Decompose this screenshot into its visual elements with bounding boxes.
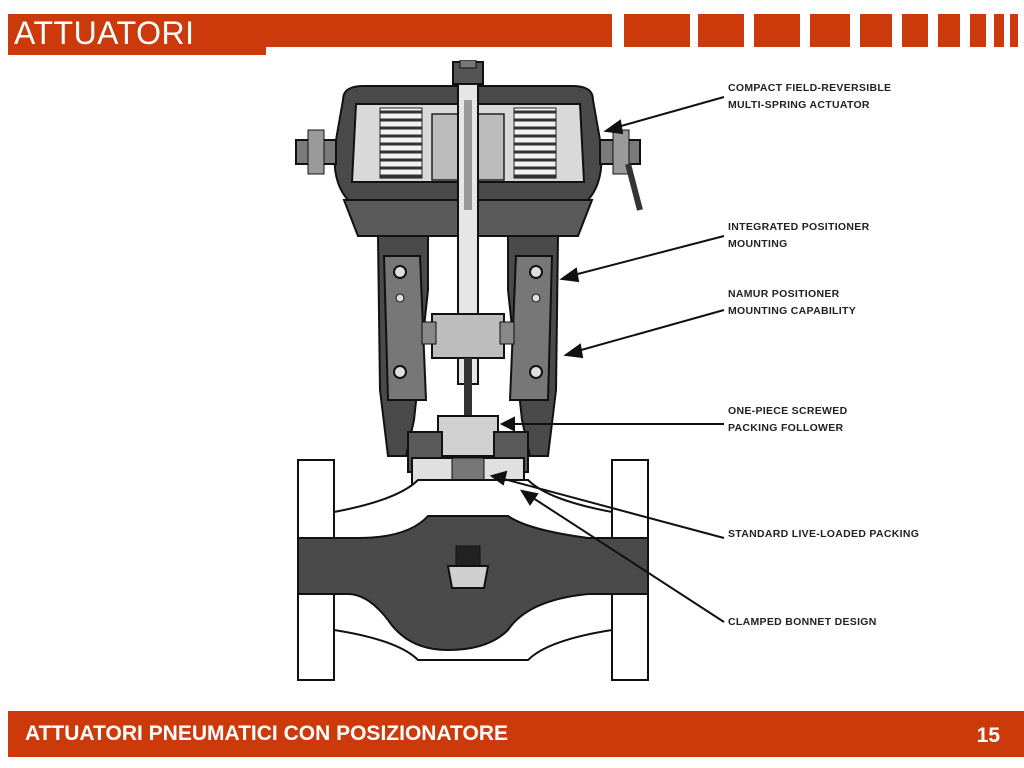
callout-line: INTEGRATED POSITIONER bbox=[728, 221, 870, 233]
valve-actuator-diagram bbox=[295, 60, 649, 681]
header-block bbox=[902, 14, 928, 47]
callout-live-loaded-packing: STANDARD LIVE-LOADED PACKING bbox=[728, 526, 919, 543]
header-block bbox=[970, 14, 986, 47]
header-block bbox=[698, 14, 744, 47]
header-block bbox=[994, 14, 1004, 47]
title-banner bbox=[8, 14, 266, 55]
header-block bbox=[938, 14, 960, 47]
header-block bbox=[754, 14, 800, 47]
callout-namur-positioner: NAMUR POSITIONER MOUNTING CAPABILITY bbox=[728, 286, 856, 320]
footer-title: ATTUATORI PNEUMATICI CON POSIZIONATORE bbox=[25, 722, 508, 745]
header-block bbox=[1010, 14, 1018, 47]
callout-line: MULTI-SPRING ACTUATOR bbox=[728, 99, 870, 111]
header-block bbox=[624, 14, 690, 47]
callout-actuator: COMPACT FIELD-REVERSIBLE MULTI-SPRING AC… bbox=[728, 80, 891, 114]
callout-line: MOUNTING bbox=[728, 238, 788, 250]
callout-line: CLAMPED BONNET DESIGN bbox=[728, 616, 877, 628]
callout-line: PACKING FOLLOWER bbox=[728, 422, 844, 434]
slide-title: ATTUATORI bbox=[14, 15, 195, 51]
callout-line: STANDARD LIVE-LOADED PACKING bbox=[728, 528, 920, 540]
callout-line: ONE-PIECE SCREWED bbox=[728, 405, 848, 417]
footer-bar: ATTUATORI PNEUMATICI CON POSIZIONATORE 1… bbox=[8, 711, 1024, 757]
callout-line: NAMUR POSITIONER bbox=[728, 288, 840, 300]
callout-line: MOUNTING CAPABILITY bbox=[728, 305, 856, 317]
callout-packing-follower: ONE-PIECE SCREWED PACKING FOLLOWER bbox=[728, 403, 847, 437]
header-block bbox=[860, 14, 892, 47]
callout-integrated-positioner: INTEGRATED POSITIONER MOUNTING bbox=[728, 219, 869, 253]
callout-clamped-bonnet: CLAMPED BONNET DESIGN bbox=[728, 614, 877, 631]
header-bar bbox=[266, 14, 612, 47]
page-number: 15 bbox=[976, 724, 1000, 747]
callout-line: COMPACT FIELD-REVERSIBLE bbox=[728, 82, 892, 94]
header-block bbox=[810, 14, 850, 47]
